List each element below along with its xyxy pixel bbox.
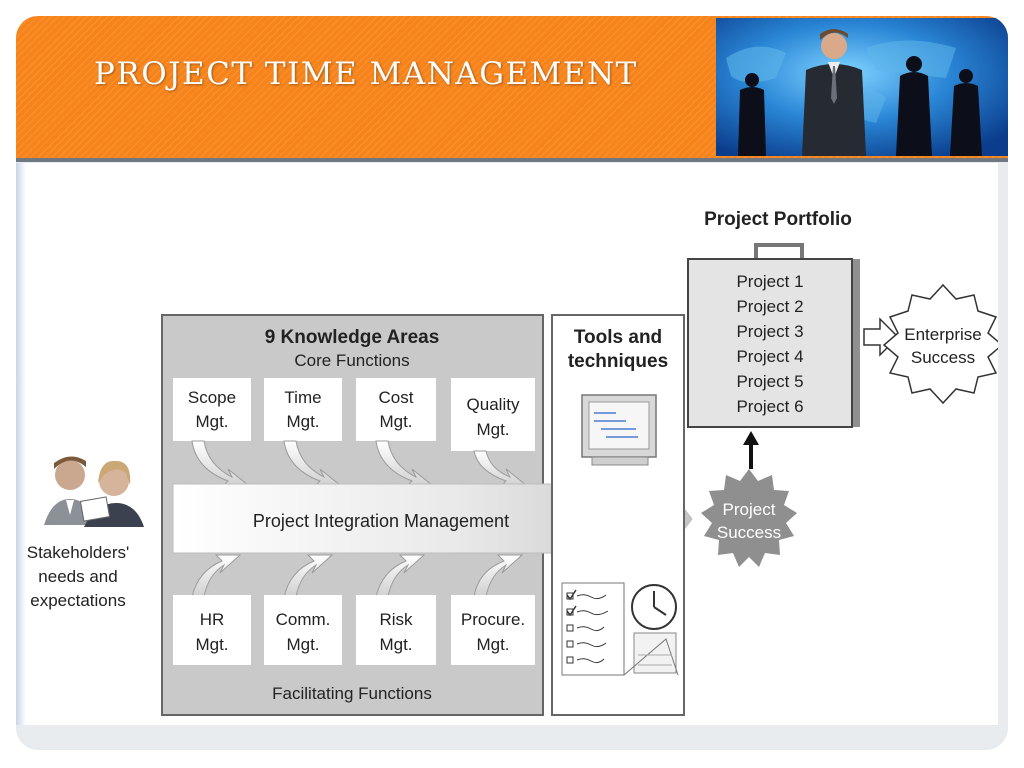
scope-mgt-line-2: Mgt. bbox=[195, 412, 228, 431]
stakeholders-line-3: expectations bbox=[30, 591, 125, 610]
project-success-line-2: Success bbox=[717, 523, 781, 542]
stakeholders-line-1: Stakeholders' bbox=[27, 543, 129, 562]
tools-line-2: techniques bbox=[568, 351, 668, 372]
risk-mgt-box bbox=[356, 595, 436, 665]
comm-mgt-box bbox=[264, 595, 342, 665]
checklist-clock-icon bbox=[561, 582, 679, 676]
quality-mgt-line-1: Quality bbox=[467, 395, 520, 414]
core-functions: Scope Mgt. Time Mgt. Cost Mgt. Quality M… bbox=[173, 378, 535, 451]
stakeholders-line-2: needs and bbox=[38, 567, 117, 586]
time-mgt-box bbox=[264, 378, 342, 441]
success-to-portfolio-arrow bbox=[743, 431, 759, 469]
risk-mgt-line-1: Risk bbox=[379, 610, 413, 629]
business-people-photo bbox=[716, 18, 1008, 156]
core-functions-label: Core Functions bbox=[294, 351, 409, 370]
project-2-label: Project 2 bbox=[736, 297, 803, 316]
scope-mgt-box bbox=[173, 378, 251, 441]
header-divider bbox=[16, 158, 1008, 162]
facilitating-functions-label: Facilitating Functions bbox=[272, 684, 432, 703]
hr-flow-arrow bbox=[191, 554, 242, 598]
slide-title: Project Time Management bbox=[94, 56, 638, 92]
comm-flow-arrow bbox=[283, 554, 334, 598]
procure-mgt-box bbox=[451, 595, 535, 665]
time-mgt-line-2: Mgt. bbox=[286, 412, 319, 431]
cost-mgt-box bbox=[356, 378, 436, 441]
procure-mgt-line-2: Mgt. bbox=[476, 635, 509, 654]
project-success-burst bbox=[701, 469, 797, 567]
hr-mgt-line-1: HR bbox=[200, 610, 225, 629]
integration-label: Project Integration Management bbox=[253, 511, 509, 531]
computer-icon bbox=[581, 394, 657, 466]
procure-flow-arrow bbox=[473, 554, 524, 598]
enterprise-success-line-1: Enterprise bbox=[904, 325, 981, 344]
facilitating-flow-arrows bbox=[191, 554, 524, 598]
quality-mgt-box bbox=[451, 378, 535, 451]
enterprise-success-line-2: Success bbox=[911, 348, 975, 367]
knowledge-areas-diagram: Stakeholders' needs and expectations 9 K… bbox=[27, 209, 998, 716]
slide: Project Time Management bbox=[16, 16, 1008, 750]
hr-mgt-box bbox=[173, 595, 251, 665]
risk-mgt-line-2: Mgt. bbox=[379, 635, 412, 654]
content-area: Stakeholders' needs and expectations 9 K… bbox=[26, 163, 998, 725]
portfolio-case bbox=[687, 258, 853, 428]
portfolio-handle bbox=[754, 243, 804, 259]
tools-line-1: Tools and bbox=[574, 327, 662, 348]
project-1-label: Project 1 bbox=[736, 272, 803, 291]
comm-mgt-line-1: Comm. bbox=[276, 610, 331, 629]
project-3-label: Project 3 bbox=[736, 322, 803, 341]
quality-mgt-line-2: Mgt. bbox=[476, 420, 509, 439]
portfolio-heading: Project Portfolio bbox=[704, 209, 852, 230]
knowledge-areas-heading: 9 Knowledge Areas bbox=[265, 327, 440, 348]
facilitating-functions: HR Mgt. Comm. Mgt. Risk Mgt. Procure. Mg… bbox=[173, 595, 535, 665]
project-5-label: Project 5 bbox=[736, 372, 803, 391]
hr-mgt-line-2: Mgt. bbox=[195, 635, 228, 654]
time-mgt-line-1: Time bbox=[284, 388, 321, 407]
portfolio-projects: Project 1 Project 2 Project 3 Project 4 … bbox=[736, 272, 803, 416]
project-6-label: Project 6 bbox=[736, 397, 803, 416]
enterprise-success-burst bbox=[882, 283, 998, 405]
comm-mgt-line-2: Mgt. bbox=[286, 635, 319, 654]
stakeholders-label: Stakeholders' needs and expectations bbox=[27, 543, 129, 610]
risk-flow-arrow bbox=[375, 554, 426, 598]
cost-mgt-line-2: Mgt. bbox=[379, 412, 412, 431]
scope-mgt-line-1: Scope bbox=[188, 388, 236, 407]
procure-mgt-line-1: Procure. bbox=[461, 610, 525, 629]
title-bar: Project Time Management bbox=[16, 16, 1008, 159]
project-4-label: Project 4 bbox=[736, 347, 803, 366]
cost-mgt-line-1: Cost bbox=[379, 388, 414, 407]
project-success-line-1: Project bbox=[723, 500, 776, 519]
stakeholders-icon bbox=[44, 456, 144, 527]
